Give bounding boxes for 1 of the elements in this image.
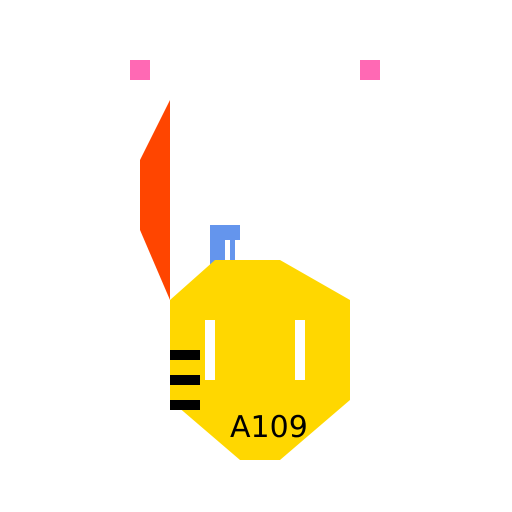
shape-label: A109 [230,410,308,445]
